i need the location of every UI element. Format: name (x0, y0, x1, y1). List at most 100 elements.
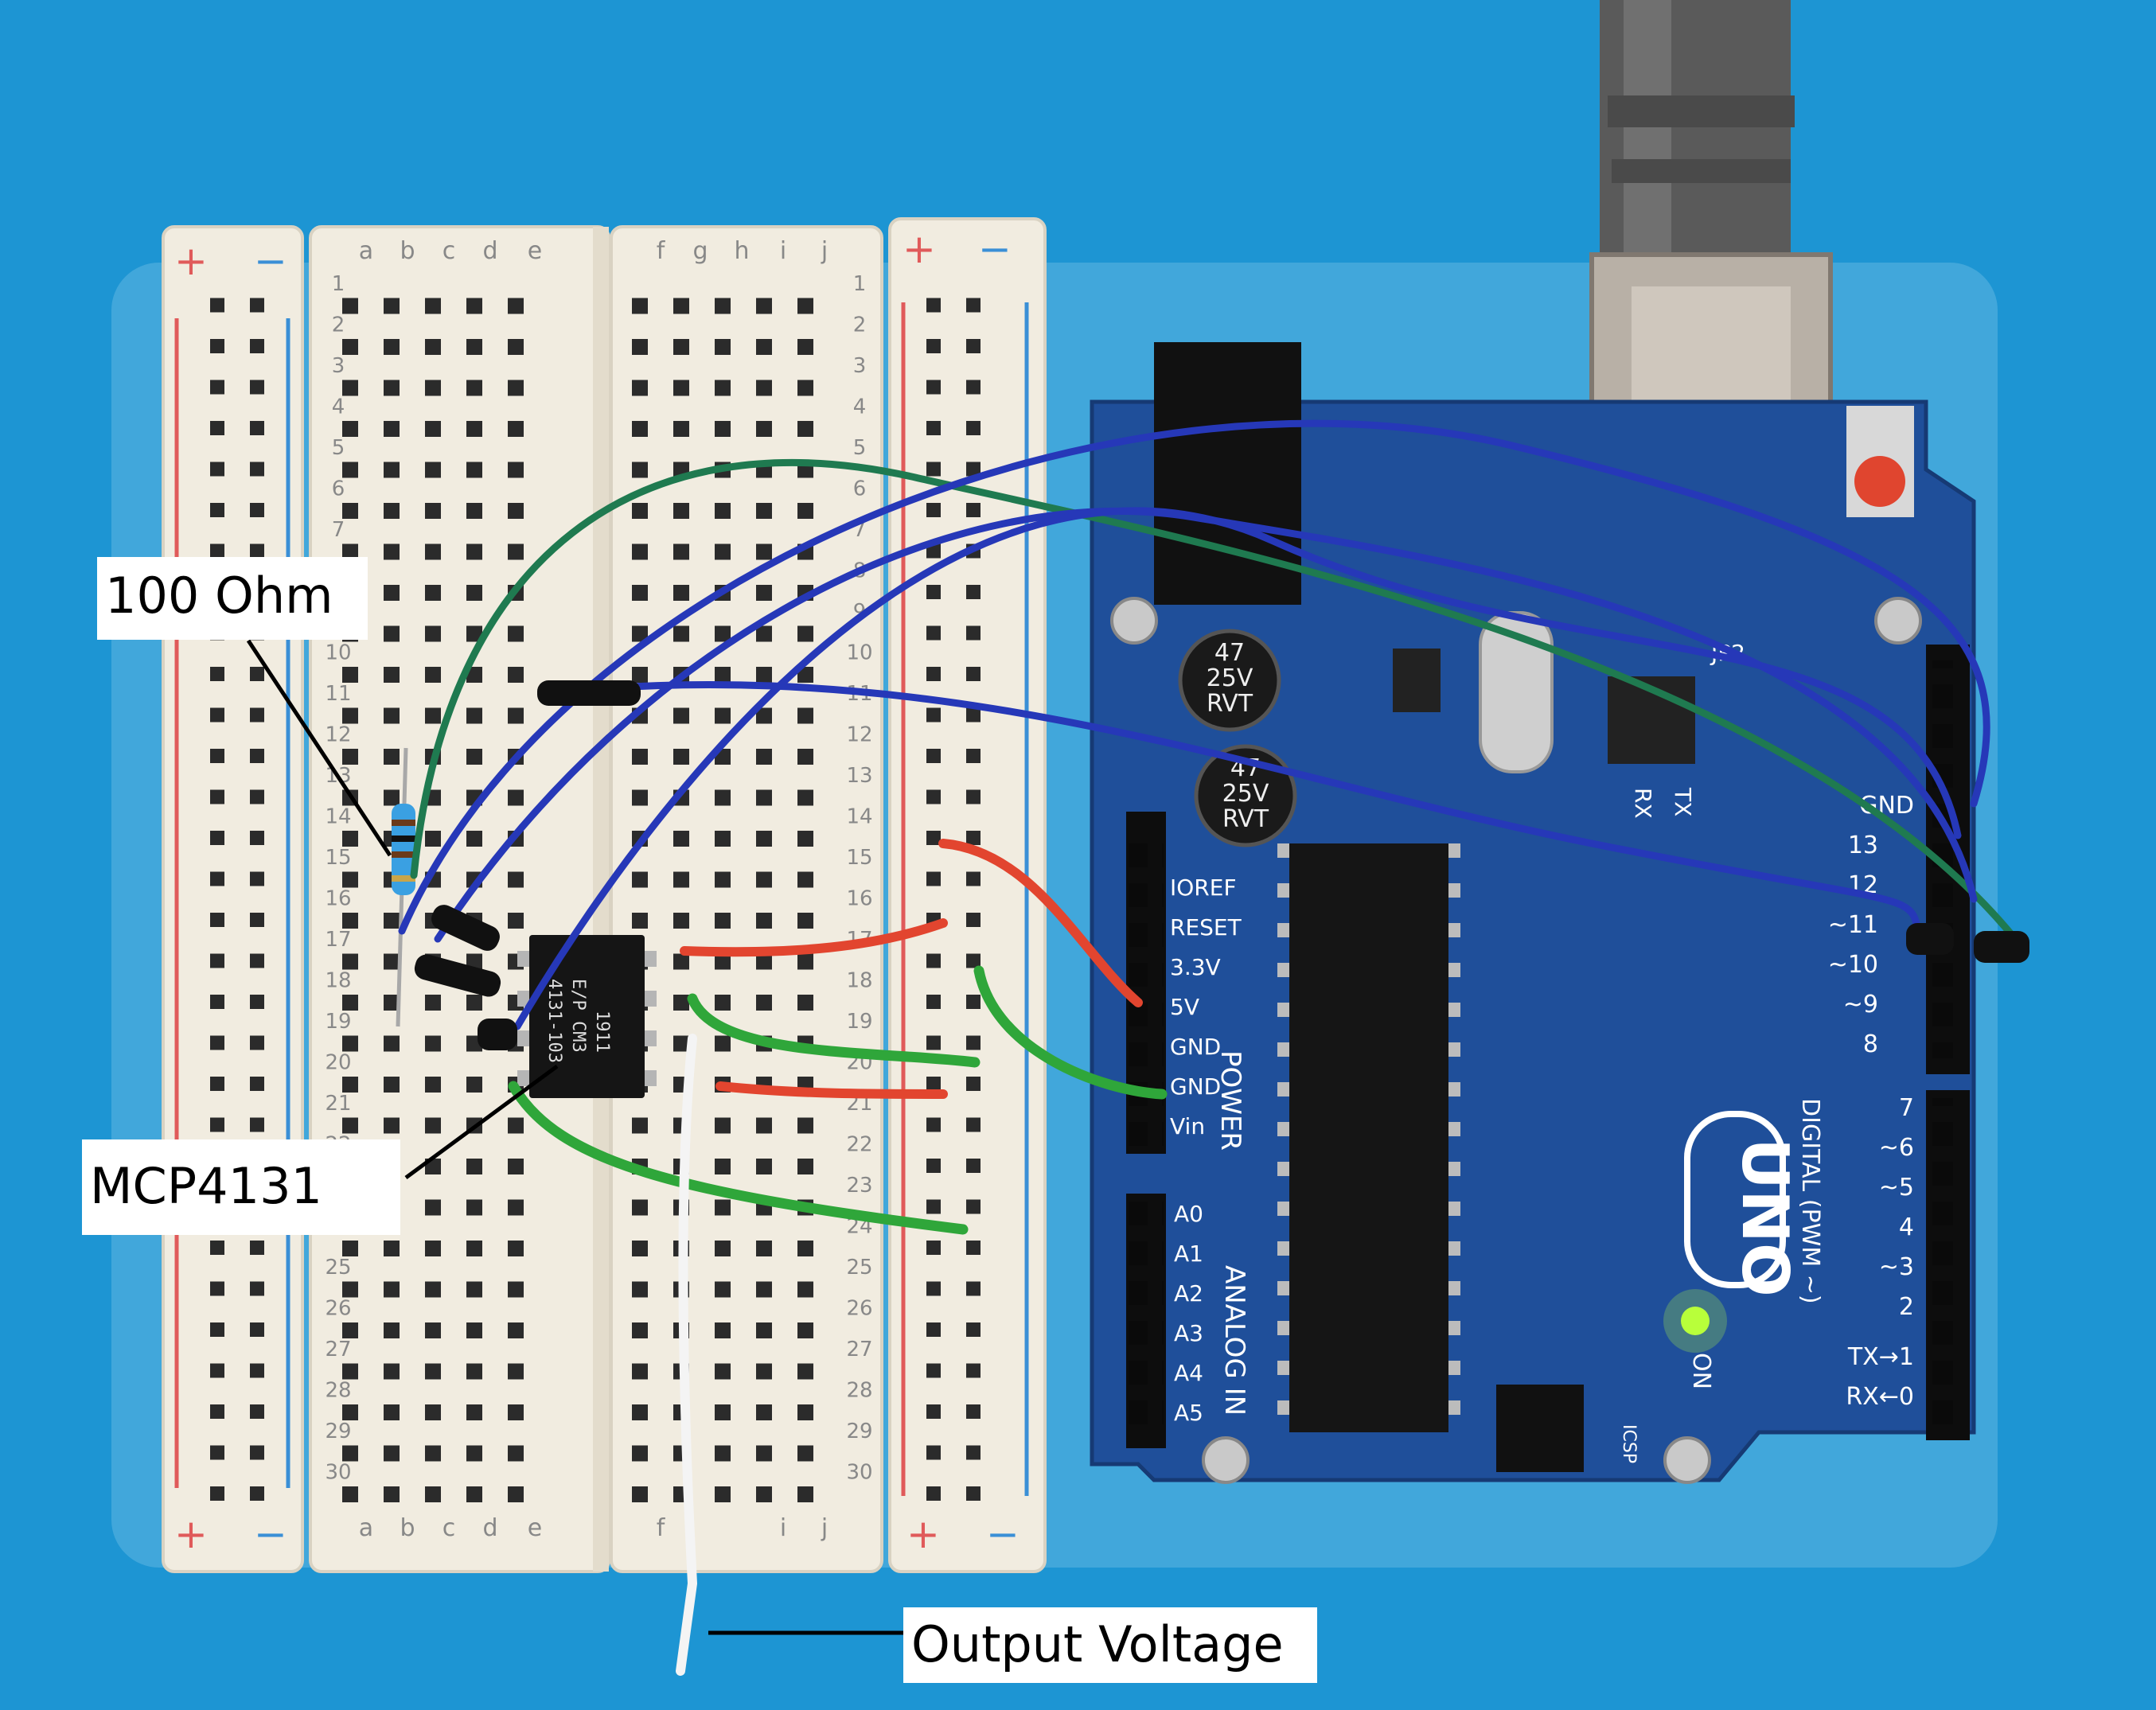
green-wire (508, 1081, 969, 1235)
chip-marking-1: 4131-103 (544, 979, 564, 1063)
pin-label-2: 2 (1899, 1293, 1914, 1321)
row-number-right-3: 3 (853, 354, 867, 378)
chip-leader (404, 1064, 559, 1180)
row-number-left-5: 5 (332, 436, 345, 460)
row-number-right-25: 25 (846, 1256, 872, 1280)
col-i-bottom: i (780, 1514, 786, 1542)
row-number-right-2: 2 (853, 314, 867, 337)
row-number-right-6: 6 (853, 477, 867, 501)
row-number-left-3: 3 (332, 354, 345, 378)
row-number-right-26: 26 (846, 1297, 872, 1321)
row-number-left-20: 20 (325, 1051, 351, 1075)
red-wire (938, 839, 1143, 1007)
svg-text:47: 47 (1214, 639, 1245, 667)
pin-label-a4: A4 (1174, 1360, 1203, 1386)
col-a-bottom: a (359, 1514, 373, 1542)
mount-screw (1663, 1436, 1711, 1484)
svg-text:RVT: RVT (1207, 690, 1253, 718)
power-led (1681, 1307, 1710, 1335)
red-wire (715, 1081, 948, 1099)
pin-label-5: ~5 (1879, 1174, 1914, 1202)
pin-label-a0: A0 (1174, 1201, 1203, 1227)
row-number-left-11: 11 (325, 682, 351, 706)
mount-screw (1202, 1436, 1250, 1484)
capacitor: 47 25V RVT (1194, 744, 1297, 847)
row-number-right-4: 4 (853, 395, 867, 419)
arduino-uno: 47 25V RVT 47 25V RVT JP2 (1090, 342, 1976, 1484)
rail-plus-top-right: + (903, 226, 936, 272)
chip-annotation: MCP4131 (82, 1139, 400, 1235)
small-chip (1393, 649, 1441, 712)
row-number-left-17: 17 (325, 928, 351, 952)
pin-label-9: ~9 (1843, 991, 1878, 1019)
pin-label-a2: A2 (1174, 1280, 1203, 1307)
tx-label: TX (1670, 787, 1696, 816)
green-wire (973, 965, 1168, 1100)
svg-text:UNO: UNO (1728, 1138, 1802, 1297)
pin-label-5v: 5V (1170, 994, 1199, 1020)
svg-text:25V: 25V (1207, 664, 1253, 692)
col-j-bottom: j (821, 1514, 828, 1542)
pin-label-a1: A1 (1174, 1241, 1203, 1267)
resistor-annotation: 100 Ohm (97, 557, 368, 640)
row-number-right-5: 5 (853, 436, 867, 460)
capacitor: 47 25V RVT (1178, 629, 1281, 732)
pin-label-reset: RESET (1170, 914, 1242, 941)
row-number-left-26: 26 (325, 1297, 351, 1321)
output-annotation: Output Voltage (903, 1607, 1317, 1683)
rx-label: RX (1630, 788, 1656, 819)
row-number-left-12: 12 (325, 723, 351, 747)
row-number-right-23: 23 (846, 1174, 872, 1198)
blue-wire (398, 419, 1990, 935)
green-wire (410, 458, 2025, 951)
row-number-right-28: 28 (846, 1379, 872, 1403)
row-number-right-16: 16 (846, 887, 872, 911)
row-number-left-30: 30 (325, 1461, 351, 1485)
svg-text:25V: 25V (1222, 780, 1269, 808)
row-number-left-4: 4 (332, 395, 345, 419)
row-number-left-28: 28 (325, 1379, 351, 1403)
pin-label-3: ~3 (1879, 1253, 1914, 1281)
col-f-bottom: f (657, 1514, 666, 1542)
row-number-right-1: 1 (853, 272, 867, 296)
row-number-left-27: 27 (325, 1338, 351, 1361)
row-number-right-12: 12 (846, 723, 872, 747)
breadboard: a b c d e f g h i j a b c d e f i j + − … (162, 217, 1047, 1573)
jumper-wires (398, 419, 2029, 1676)
row-number-left-10: 10 (325, 641, 351, 665)
red-wire (680, 918, 948, 957)
power-header-label: POWER (1214, 1050, 1246, 1151)
digital-header-label: DIGITAL (PWM ~) (1796, 1098, 1824, 1304)
mount-screw (1874, 597, 1922, 645)
pin-label-gnd: GND (1170, 1073, 1221, 1100)
pin-label-a3: A3 (1174, 1320, 1203, 1346)
pin-label-rx0: RX←0 (1846, 1383, 1914, 1411)
resistor-leader (246, 639, 392, 857)
rail-plus-top-left: + (174, 238, 208, 284)
row-number-right-14: 14 (846, 805, 872, 829)
col-a-top: a (359, 237, 373, 265)
pin-label-7: 7 (1899, 1094, 1914, 1122)
blue-wire (513, 507, 1962, 1030)
atmega328-chip (1289, 843, 1448, 1432)
row-number-right-27: 27 (846, 1338, 872, 1361)
pin-label-ioref: IOREF (1170, 874, 1237, 901)
pin-label-3v3: 3.3V (1170, 954, 1221, 980)
white-output-wire (676, 1034, 698, 1676)
pin-label-8: 8 (1863, 1030, 1878, 1058)
pin-label-a5: A5 (1174, 1400, 1203, 1426)
col-h-top: h (734, 237, 749, 265)
col-d-bottom: d (482, 1514, 497, 1542)
col-d-top: d (482, 237, 497, 265)
chip-marking-2: E/P CM3 (568, 979, 588, 1053)
row-number-left-21: 21 (325, 1092, 351, 1116)
row-number-left-19: 19 (325, 1010, 351, 1034)
rail-plus-bottom-left: + (174, 1511, 208, 1557)
on-label: ON (1687, 1353, 1715, 1389)
pin-label-gnd: GND (1170, 1034, 1221, 1060)
svg-text:RVT: RVT (1222, 805, 1269, 833)
row-number-left-18: 18 (325, 969, 351, 993)
row-number-left-2: 2 (332, 314, 345, 337)
resistor (392, 747, 415, 1027)
row-number-left-6: 6 (332, 477, 345, 501)
